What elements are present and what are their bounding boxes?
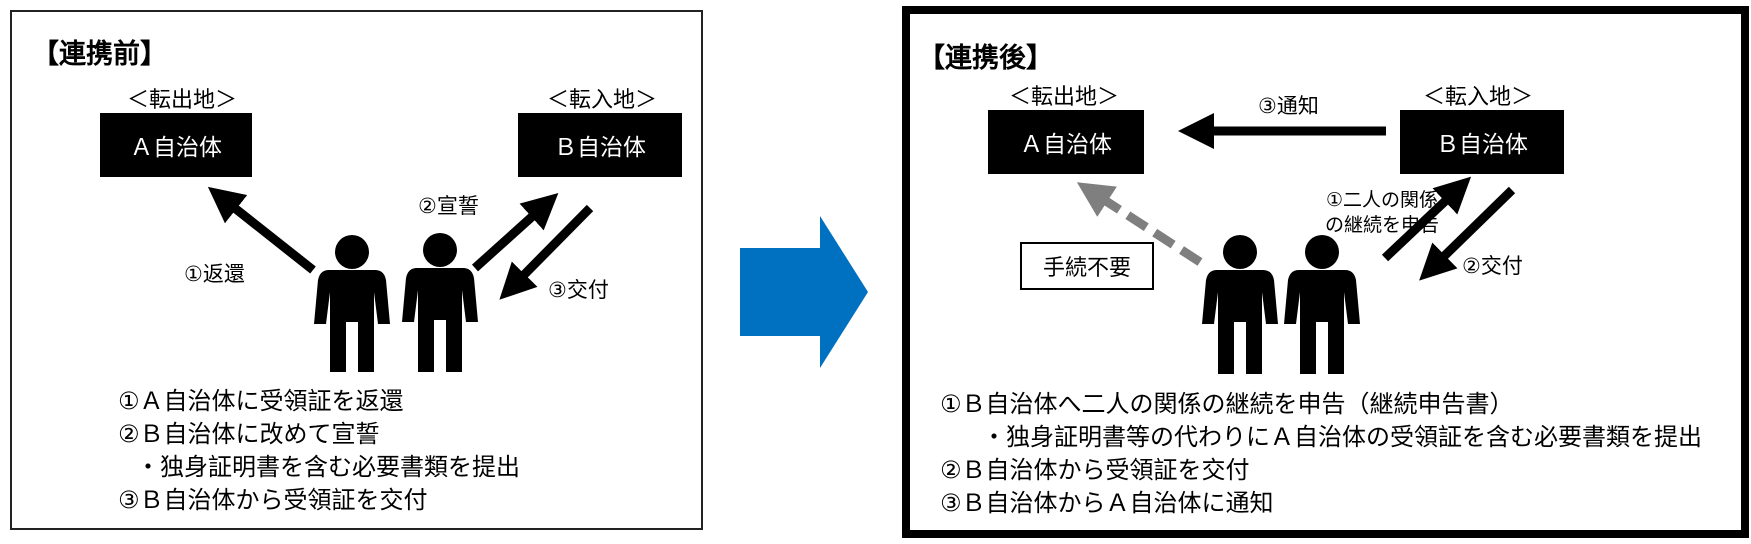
person-icon bbox=[314, 235, 390, 372]
after-step-2: ②Ｂ自治体から受領証を交付 bbox=[940, 456, 1250, 484]
destination-label: ＜転入地＞ bbox=[546, 88, 657, 113]
municipality-a-box: Ａ自治体 bbox=[100, 113, 252, 177]
person-icon bbox=[1284, 235, 1360, 374]
not-required-box: 手続不要 bbox=[1020, 242, 1154, 290]
person-icon bbox=[1202, 235, 1278, 374]
skipped-arrow-icon bbox=[1076, 182, 1203, 266]
origin-label: ＜転出地＞ bbox=[1008, 85, 1119, 110]
after-title: 【連携後】 bbox=[918, 43, 1053, 74]
arrow-label-notify: ③通知 bbox=[1258, 94, 1319, 118]
return-arrow-icon bbox=[207, 186, 316, 274]
arrow-label-issue: ③交付 bbox=[548, 278, 609, 302]
oath-arrow-icon bbox=[471, 192, 559, 272]
report-arrow-icon bbox=[1381, 176, 1472, 262]
arrow-label-issue: ②交付 bbox=[1462, 254, 1523, 278]
municipality-b-box: Ｂ自治体 bbox=[518, 113, 682, 177]
before-step-2: ②Ｂ自治体に改めて宣誓 bbox=[118, 420, 380, 448]
after-step-1-note: ・独身証明書等の代わりにＡ自治体の受領証を含む必要書類を提出 bbox=[982, 423, 1702, 451]
issue-arrow-icon bbox=[1419, 186, 1516, 281]
before-step-1: ①Ａ自治体に受領証を返還 bbox=[118, 387, 404, 415]
destination-label: ＜転入地＞ bbox=[1422, 85, 1533, 110]
after-step-3: ③Ｂ自治体からＡ自治体に通知 bbox=[940, 489, 1274, 517]
after-step-1: ①Ｂ自治体へ二人の関係の継続を申告（継続申告書） bbox=[940, 390, 1514, 418]
before-steps: ①Ａ自治体に受領証を返還 ②Ｂ自治体に改めて宣誓 ・独身証明書を含む必要書類を提… bbox=[118, 385, 520, 517]
municipality-b-box: Ｂ自治体 bbox=[1400, 110, 1564, 174]
municipality-a-box: Ａ自治体 bbox=[988, 110, 1144, 174]
after-steps: ①Ｂ自治体へ二人の関係の継続を申告（継続申告書） ・独身証明書等の代わりにＡ自治… bbox=[940, 388, 1702, 520]
before-step-2-note: ・独身証明書を含む必要書類を提出 bbox=[136, 453, 520, 481]
before-title: 【連携前】 bbox=[32, 39, 167, 70]
before-step-3: ③Ｂ自治体から受領証を交付 bbox=[118, 486, 428, 514]
issue-arrow-icon bbox=[499, 204, 594, 300]
person-icon bbox=[402, 233, 478, 372]
origin-label: ＜転出地＞ bbox=[126, 88, 237, 113]
arrow-label-oath: ②宣誓 bbox=[418, 194, 479, 218]
arrow-label-return: ①返還 bbox=[184, 262, 245, 286]
